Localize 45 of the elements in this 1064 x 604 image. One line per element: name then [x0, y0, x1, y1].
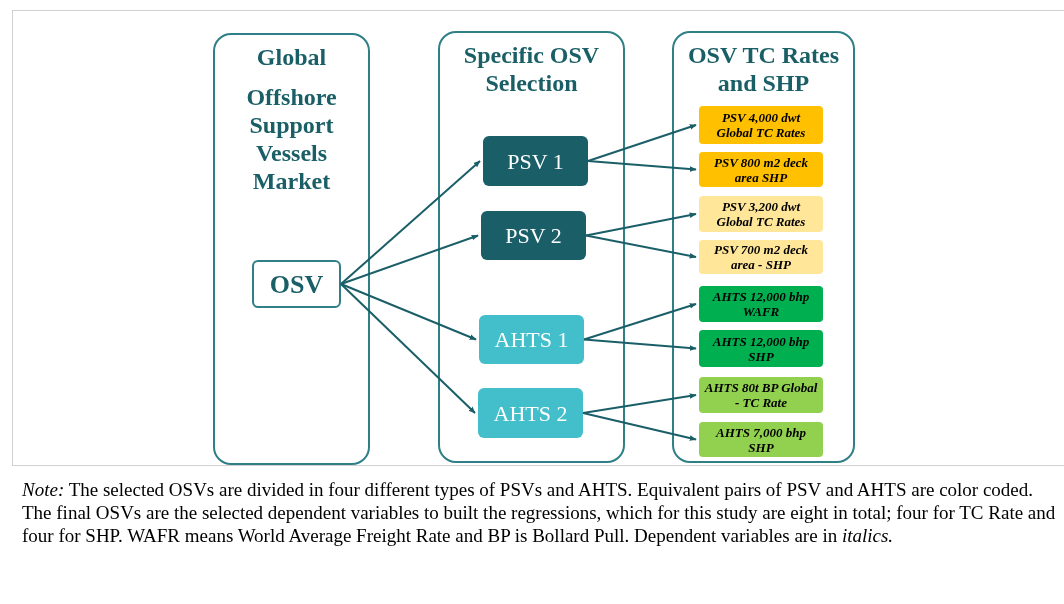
panel-heading: Global — [255, 43, 328, 71]
variable-box — [699, 422, 823, 457]
panel-heading: Offshore Support Vessels Market — [245, 83, 338, 195]
column-panel — [672, 31, 855, 463]
arrow — [340, 160, 481, 285]
box-label: PSV 1 — [506, 147, 565, 176]
box-label: PSV 800 m2 deck area SHP — [713, 154, 809, 185]
box-label: PSV 3,200 dwt Global TC Rates — [715, 199, 807, 229]
variable-box — [699, 330, 823, 367]
box-label: AHTS 7,000 bhp SHP — [714, 424, 807, 455]
box-label: AHTS 12,000 bhp WAFR — [711, 289, 811, 319]
arrow — [583, 338, 697, 351]
arrow — [582, 412, 697, 441]
box-label: AHTS 2 — [492, 399, 569, 428]
vessel-box — [483, 136, 588, 186]
arrow — [340, 234, 479, 285]
box-label: PSV 700 m2 deck area - SHP — [713, 242, 809, 272]
box-label: AHTS 12,000 bhp SHP — [711, 333, 811, 364]
box-label: AHTS 80t BP Global - TC Rate — [703, 380, 819, 410]
arrow — [587, 160, 697, 172]
arrow — [340, 283, 477, 341]
market-box — [252, 260, 341, 308]
arrow — [587, 124, 697, 162]
variable-box — [699, 152, 823, 187]
arrow — [585, 234, 697, 259]
variable-box — [699, 286, 823, 322]
vessel-box — [478, 388, 583, 438]
vessel-box — [481, 211, 586, 260]
column-panel — [438, 31, 625, 463]
panel-heading: OSV TC Rates and SHP — [686, 41, 841, 97]
arrow — [585, 212, 697, 237]
box-label: OSV — [268, 268, 325, 301]
variable-box — [699, 240, 823, 274]
caption: Note: The selected OSVs are divided in four different types of PSVs and AHTS. Equivalent pairs of PSV and AHTS are color coded. The final OSVs are the selected dependent variables to built the regressions, which for this study are eight in total; four for TC Rate and four for SHP. WAFR means World Average Freight Rate and BP is Bollard Pull. Dependent variables are in italics. — [22, 478, 1057, 547]
panel-heading: Specific OSV Selection — [462, 41, 601, 97]
box-label: AHTS 1 — [493, 326, 570, 354]
arrow — [583, 303, 697, 341]
variable-box — [699, 106, 823, 144]
arrow — [340, 283, 476, 414]
box-label: PSV 2 — [504, 222, 563, 250]
box-label: PSV 4,000 dwt Global TC Rates — [715, 110, 807, 140]
arrow — [582, 393, 697, 414]
column-panel — [213, 33, 370, 465]
vessel-box — [479, 315, 584, 364]
variable-box — [699, 196, 823, 232]
